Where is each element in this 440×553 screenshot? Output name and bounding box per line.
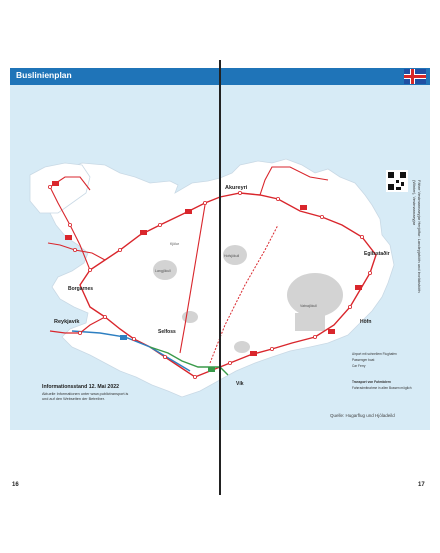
- city-akureyri: Akureyri: [225, 185, 248, 191]
- label-hofsjokull: Hofsjökull: [224, 254, 239, 258]
- route-south-blue: [71, 330, 191, 372]
- iceland-flag-icon: [404, 69, 426, 84]
- city-hofn: Höfn: [360, 319, 371, 325]
- legend-airport: Airport mit schnellem Flughafen: [352, 352, 397, 356]
- iceland-landmass: [49, 158, 395, 398]
- page-title: Buslinienplan: [16, 70, 72, 80]
- glacier-vatnajokull: [287, 273, 343, 317]
- city-reykjavik: Reykjavík: [54, 319, 80, 325]
- glacier-hofsjokull: [223, 245, 247, 265]
- city-borgarnes: Borgarnes: [68, 286, 93, 292]
- legend-passenger-boat: Passenger boat: [352, 358, 375, 362]
- route-badges: [52, 181, 362, 372]
- glacier-langjokull: [153, 260, 177, 280]
- page-number-left: 16: [12, 482, 19, 488]
- route-ring-road: [79, 192, 377, 378]
- legend-bike-text: Fahrradmitnahme in allen Bussen möglich: [352, 386, 412, 390]
- city-selfoss: Selfoss: [158, 329, 176, 335]
- map-legend: Airport mit schnellem Flughafen Passenge…: [352, 352, 418, 422]
- label-kjolur: Kjölur: [170, 242, 180, 246]
- label-vatnajokull: Vatnajökull: [300, 304, 317, 308]
- route-green: [149, 346, 229, 376]
- info-line-2: und auf den Webseiten der Betreiber.: [42, 397, 105, 401]
- legend-bike-title: Transport von Fahrrädern: [352, 380, 391, 384]
- info-status-title: Informationsstand 12. Mai 2022: [42, 384, 119, 390]
- vertical-ferry-note: Fähre Vestmannaeyjar Herjólfur: Landeyja…: [412, 180, 422, 293]
- stops: [48, 185, 372, 379]
- route-westfjords: [49, 176, 91, 271]
- legend-car-ferry: Car Ferry: [352, 364, 366, 368]
- westfjords: [29, 162, 91, 214]
- source-credit: Quelle: Hugarflug und Hjóladeild: [330, 413, 395, 418]
- city-vik: Vík: [236, 381, 244, 387]
- page-fold: [219, 60, 221, 495]
- iceland-bus-map: Akureyri Egilsstaðir Reykjavík Borgarnes…: [29, 158, 408, 398]
- route-kjolur: [179, 204, 206, 354]
- route-sprengisandur: [209, 224, 279, 364]
- city-egilsstadir: Egilsstaðir: [364, 250, 390, 257]
- info-line-1: Aktuelle Informationen unter www.publict…: [42, 392, 129, 396]
- page-number-right: 17: [418, 482, 425, 488]
- label-langjokull: Langjökull: [155, 269, 171, 273]
- qr-code[interactable]: [386, 170, 408, 192]
- route-northeast: [259, 166, 329, 196]
